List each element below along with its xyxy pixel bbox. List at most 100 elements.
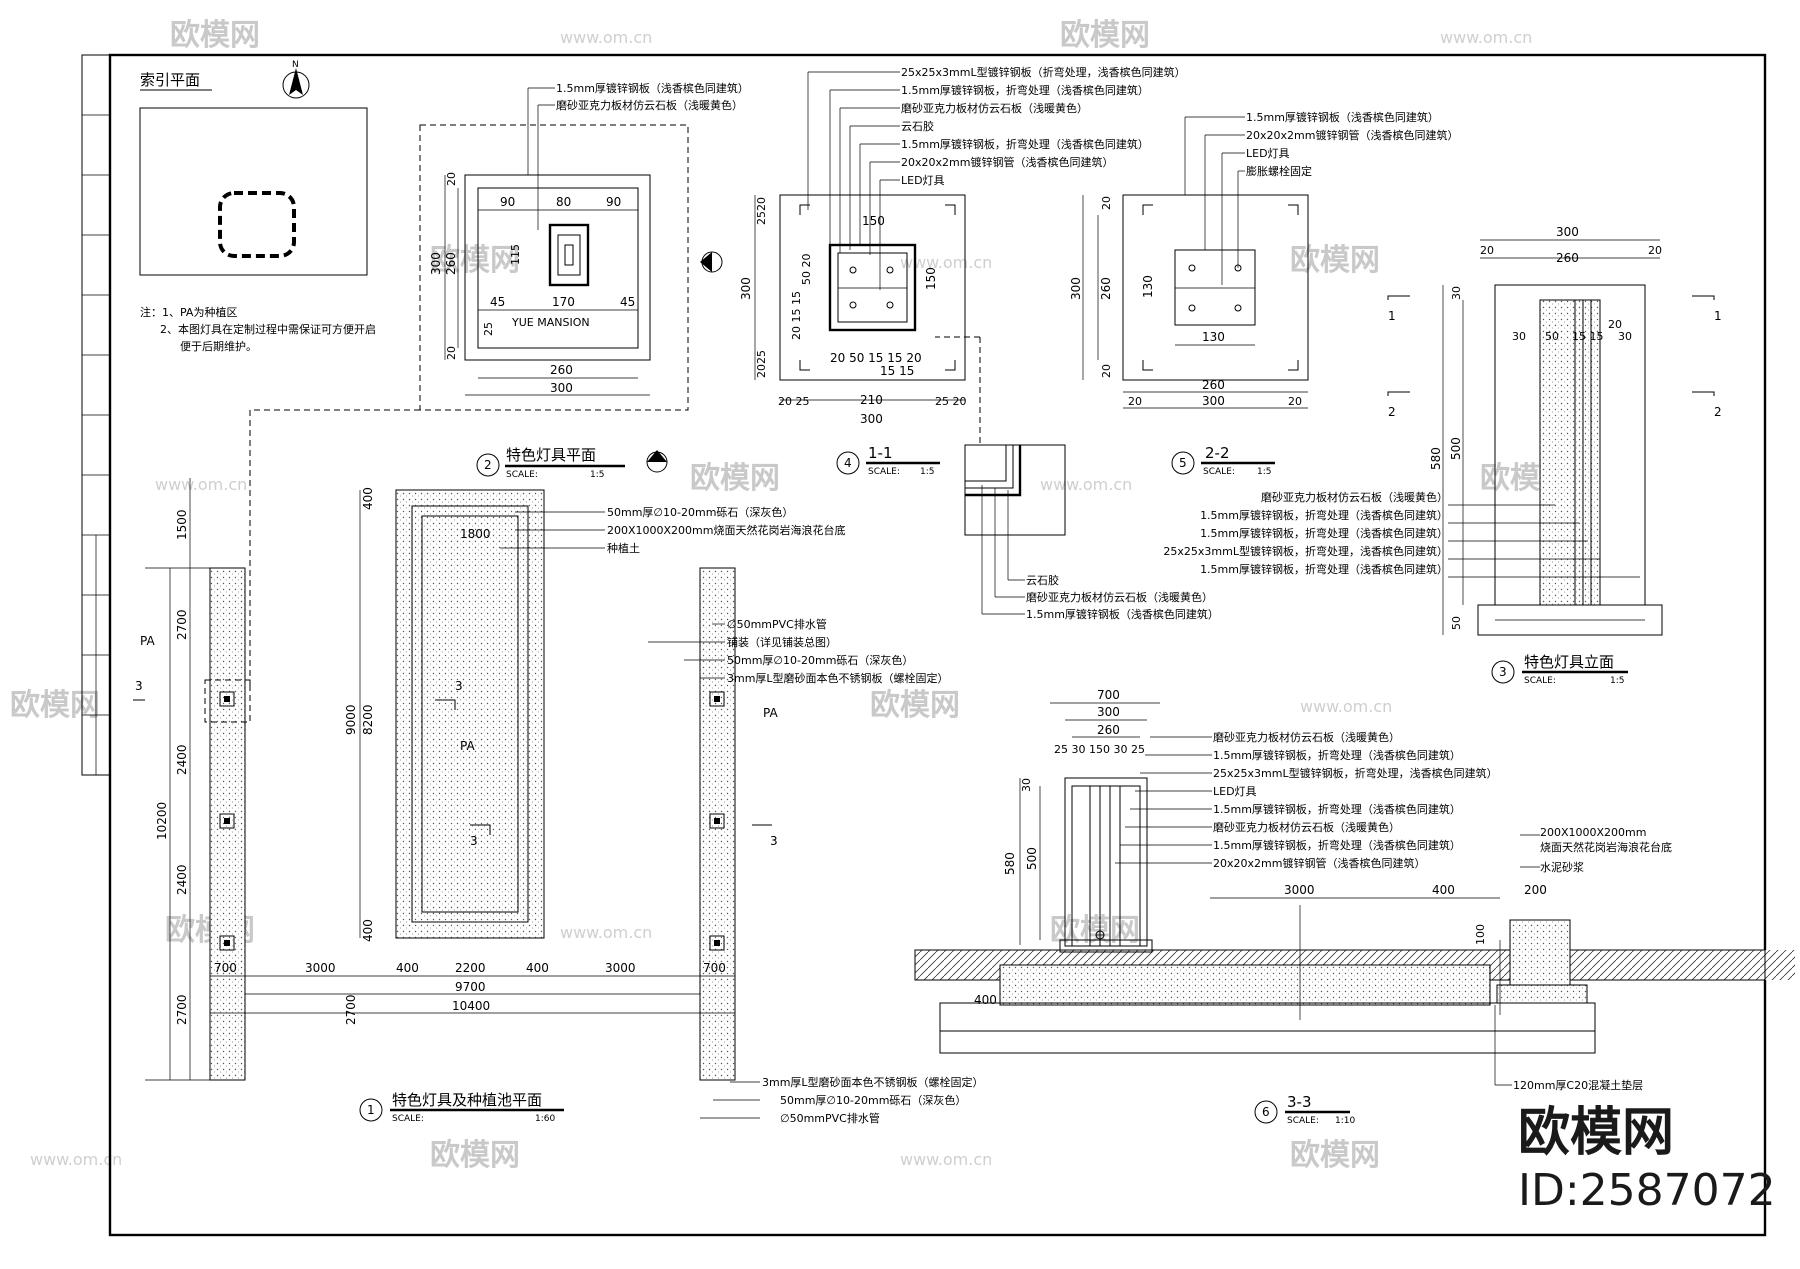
section-tag: 3 [455,679,463,693]
svg-text:2: 2 [484,458,492,472]
svg-text:SCALE:: SCALE: [1524,676,1556,686]
index-plan-marker [218,191,296,258]
watermark-url: www.om.cn [30,1150,122,1169]
dim: 500 [1025,847,1039,870]
dim: 300 [1556,225,1579,239]
dim: 3000 [605,961,636,975]
dim: 300 [1202,394,1225,408]
dim: 300 [739,277,753,300]
dim: 45 [490,295,505,309]
svg-text:2-2: 2-2 [1205,444,1230,462]
note-line: 便于后期维护。 [180,339,257,353]
dim: 700 [703,961,726,975]
title-4: 4 1-1 SCALE: 1:5 [836,444,940,477]
dim: 25 30 150 30 25 [1054,743,1145,756]
bottom-label: 3mm厚L型磨砂面本色不锈钢板（螺栓固定） [762,1075,984,1089]
dim: 25 20 [935,395,967,408]
dim: 90 [500,195,515,209]
section-marker-icon [700,251,723,273]
dim: 400 [361,487,375,510]
svg-text:4: 4 [844,456,852,470]
section-tag: 3 [770,834,778,848]
brand-watermark: 欧模网 [1518,1103,1674,1163]
dim: 210 [860,393,883,407]
section-2-2: 1.5mm厚镀锌钢板（浅香槟色同建筑） 20x20x2mm镀锌钢管（浅香槟色同建… [1069,110,1458,409]
watermark-text: 欧模网 [1290,243,1380,278]
section-tag: 1 [1388,309,1396,323]
id-watermark: ID:2587072 [1518,1165,1776,1216]
dim: 9700 [455,980,486,994]
index-plan-title: 索引平面 [140,71,200,89]
title-2: 2 特色灯具平面 SCALE: 1:5 [476,446,668,480]
sec33-right-label: 200X1000X200mm [1540,826,1647,839]
sec33-label: 1.5mm厚镀锌钢板，折弯处理（浅香槟色同建筑） [1213,802,1461,816]
lamp-marker-icon [219,691,725,951]
sec11-label: 20x20x2mm镀锌钢管（浅香槟色同建筑） [901,155,1113,169]
sec33-label: 磨砂亚克力板材仿云石板（浅暖黄色） [1213,730,1400,744]
title-6: 6 3-3 SCALE: 1:10 [1254,1093,1355,1126]
section-tag: 3 [470,834,478,848]
logo-icon [548,223,590,287]
elev-label: 25x25x3mmL型镀锌钢板，折弯处理，浅香槟色同建筑） [1163,544,1448,558]
note-line: 注：1、PA为种植区 [140,305,237,319]
lamp-plan-label: 1.5mm厚镀锌钢板（浅香槟色同建筑） [556,81,749,95]
dim: 150 [924,267,938,290]
dim: 20 50 15 15 20 [830,351,922,365]
sec33-label: 1.5mm厚镀锌钢板，折弯处理（浅香槟色同建筑） [1213,748,1461,762]
watermark-url: www.om.cn [1440,28,1532,47]
right-label: 铺装（详见铺装总图） [727,635,837,649]
dim: 90 [606,195,621,209]
dim: 2700 [175,609,189,640]
dim: 30 [1512,330,1526,343]
elev-label: 1.5mm厚镀锌钢板，折弯处理（浅香槟色同建筑） [1200,562,1448,576]
svg-text:特色灯具及种植池平面: 特色灯具及种植池平面 [392,1091,542,1109]
dim: 3000 [1284,883,1315,897]
north-label: N [292,60,299,70]
planting-pool-plan: PA PA PA 3 3 3 3 1800 50mm厚∅10-20mm砾石（深灰… [133,478,984,1125]
dim: 20 15 15 [790,291,803,340]
dim: 20 [1100,196,1113,210]
title-1: 1 特色灯具及种植池平面 SCALE: 1:60 [359,1091,564,1124]
note-line: 2、本图灯具在定制过程中需保证可方便开启 [160,322,376,336]
dim: 260 [550,363,573,377]
svg-text:1:10: 1:10 [1335,1116,1355,1126]
dim: 20 [445,172,458,186]
dim: 25 [482,322,495,336]
dim: 300 [429,252,443,275]
index-plan: 索引平面 N 注：1、PA为种植区 2、本图灯具在定制过程中需保证可方便开启 便… [139,60,376,353]
dim: 30 [1020,778,1033,792]
dim: 2520 [755,197,768,225]
sec11-label: 磨砂亚克力板材仿云石板（浅暖黄色） [901,101,1088,115]
dim: 500 [1449,437,1463,460]
pool-label: 50mm厚∅10-20mm砾石（深灰色） [607,505,793,519]
sec33-label: 磨砂亚克力板材仿云石板（浅暖黄色） [1213,820,1400,834]
section-tag: 1 [1714,309,1722,323]
svg-text:1-1: 1-1 [868,444,893,462]
dim: 300 [550,381,573,395]
dim: 300 [860,412,883,426]
dim: 400 [396,961,419,975]
section-3-3: 700 300 260 25 30 150 30 25 30 580 500 4… [914,688,1795,1092]
sec22-label: 膨胀螺栓固定 [1246,164,1312,178]
dim: 10400 [452,999,490,1013]
svg-text:3: 3 [1499,665,1507,679]
sec22-label: 20x20x2mm镀锌钢管（浅香槟色同建筑） [1246,128,1458,142]
dim: 2025 [755,350,768,378]
right-label: 3mm厚L型磨砂面本色不锈钢板（螺栓固定） [727,671,949,685]
dim: 300 [1069,277,1083,300]
dim: 130 [1202,330,1225,344]
watermark-url: www.om.cn [155,475,247,494]
lamp-elevation: 300 260 20 20 30 50 15 15 20 30 30 580 5… [1163,225,1722,636]
lamp-logo-text: YUE MANSION [511,316,590,329]
north-arrow-icon: N [282,60,310,99]
dim: 260 [1099,277,1113,300]
dim: 8200 [361,704,375,735]
dim: 2700 [344,994,358,1025]
dim: 15 15 [880,364,914,378]
dim: 2200 [455,961,486,975]
dim: 30 [1618,330,1632,343]
bottom-label: ∅50mmPVC排水管 [780,1111,880,1125]
sec22-label: LED灯具 [1246,147,1290,160]
dim: 400 [974,993,997,1007]
section-tag: 2 [1714,405,1722,419]
